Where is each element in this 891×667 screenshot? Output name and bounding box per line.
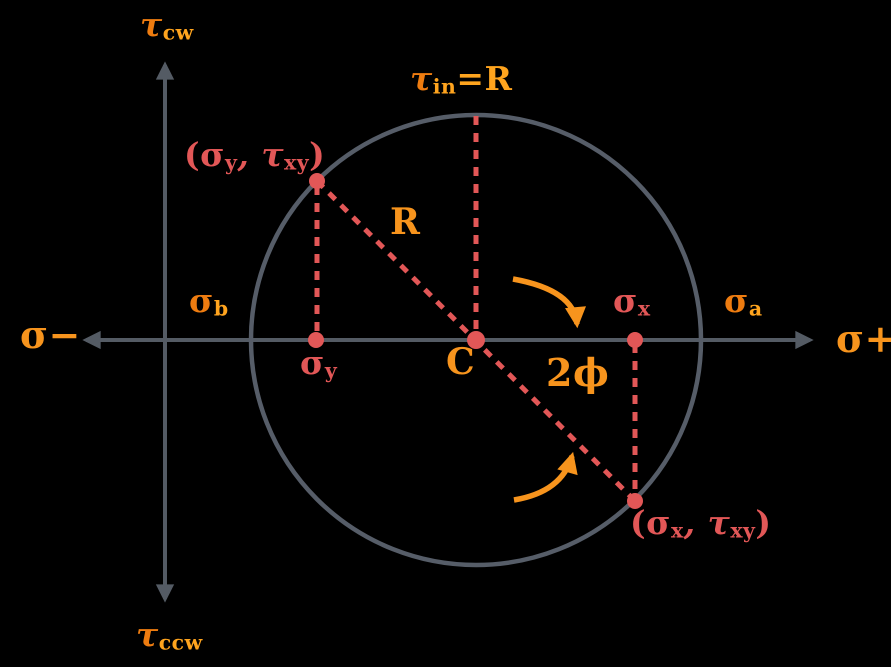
point-sigma-x-tau-xy-dot	[627, 493, 643, 509]
sigma-a-sub: a	[748, 296, 763, 321]
mohr-circle	[248, 112, 704, 568]
sigma-x-base: σ	[613, 281, 638, 320]
tau-cw-axis-label: τcw	[140, 8, 194, 43]
point-sigma-y-tau-xy-label: (σy, τxy)	[184, 138, 325, 173]
tau-cw-base: τ	[140, 5, 163, 44]
sigma-y-base: σ	[300, 343, 325, 382]
point-y-sub1: y	[224, 150, 238, 175]
sigma-a-label: σa	[724, 284, 763, 319]
sigma-y-sub: y	[324, 358, 338, 383]
point-x-sub2: xy	[730, 518, 756, 543]
point-sigma-x-tau-xy-label: (σx, τxy)	[630, 506, 772, 541]
point-y-mid: , τ	[237, 135, 285, 174]
point-x-sub1: x	[670, 518, 684, 543]
sigma-b-sub: b	[213, 296, 229, 321]
tau-ccw-base: τ	[136, 615, 159, 654]
point-y-open: (σ	[184, 135, 225, 174]
center-point-dot	[467, 331, 485, 349]
sigma-b-label: σb	[189, 284, 229, 319]
tau-ccw-sub: ccw	[158, 630, 203, 655]
center-label: C	[446, 341, 476, 383]
two-phi-angle-label: 2ϕ	[546, 350, 610, 395]
point-x-close: )	[755, 503, 772, 542]
point-sigma-y-tau-xy-dot	[309, 173, 325, 189]
sigma-x-sub: x	[637, 296, 651, 321]
point-y-sub2: xy	[284, 150, 310, 175]
sigma-b-base: σ	[189, 281, 214, 320]
sigma-y-axis-dot	[308, 332, 324, 348]
rotation-arrow-upper	[512, 276, 587, 329]
sigma-negative-axis-label: σ−	[20, 312, 81, 357]
point-y-close: )	[309, 135, 326, 174]
tau-in-sub: in	[432, 74, 457, 99]
tau-cw-sub: cw	[162, 20, 194, 45]
tau-in-equals-r-label: τin=R	[410, 62, 512, 97]
sigma-a-base: σ	[724, 281, 749, 320]
rotation-arrow-lower	[513, 451, 578, 503]
tau-in-rest: =R	[456, 59, 513, 98]
sigma-y-label: σy	[300, 346, 337, 381]
tau-in-base: τ	[410, 59, 433, 98]
point-x-open: (σ	[630, 503, 671, 542]
sigma-x-label: σx	[613, 284, 651, 319]
tau-ccw-axis-label: τccw	[136, 618, 203, 653]
sigma-positive-axis-label: σ+	[836, 316, 891, 361]
point-x-mid: , τ	[683, 503, 731, 542]
sigma-x-axis-dot	[627, 332, 643, 348]
radius-label: R	[390, 201, 421, 243]
